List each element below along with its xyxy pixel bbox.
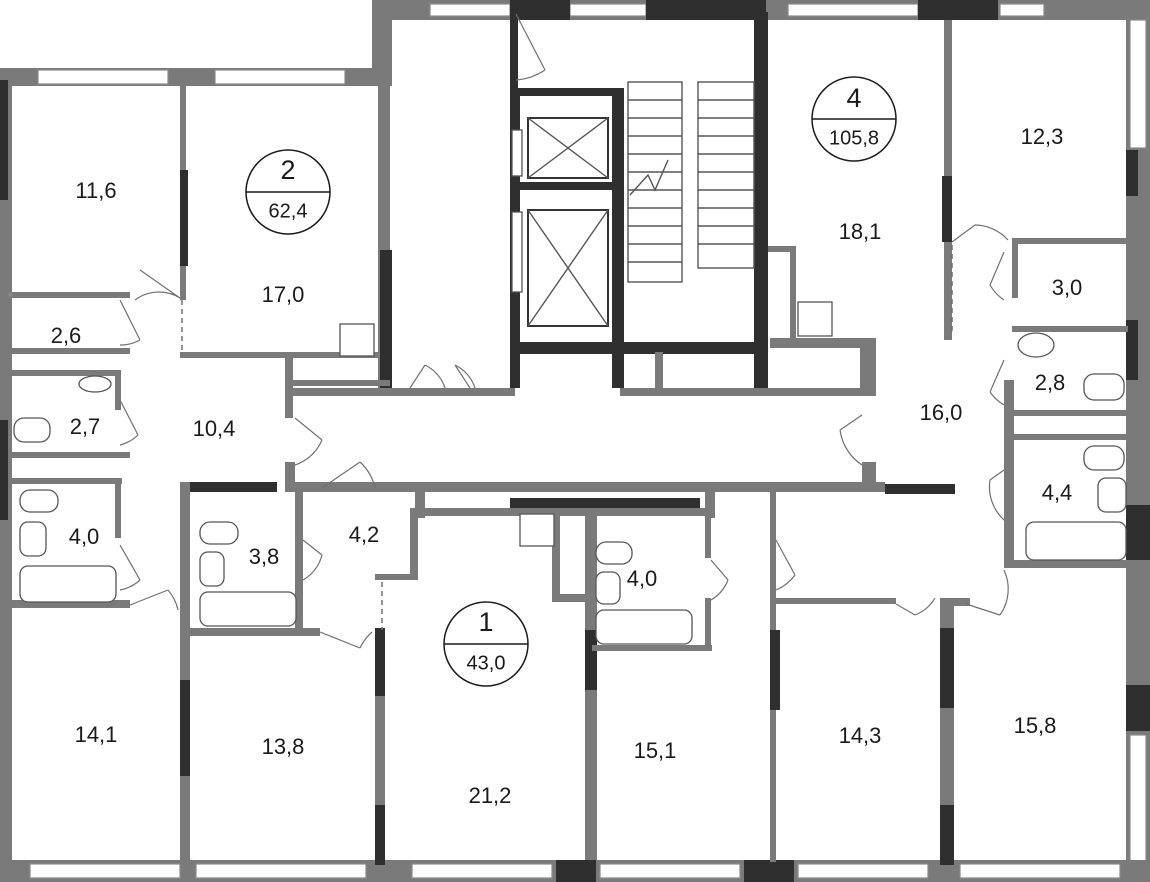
sink-icon: [797, 301, 833, 337]
core: [510, 12, 768, 392]
toilet-icon: [1083, 373, 1125, 401]
room-area-label: 11,6: [75, 178, 116, 203]
apartment-area: 105,8: [829, 127, 879, 149]
sink-icon: [519, 513, 555, 547]
sink-icon: [199, 551, 225, 587]
apartment-badge-2: 2 62,4: [245, 149, 331, 235]
apartment-number: 1: [478, 607, 493, 637]
fixtures: [13, 301, 1127, 645]
sink-icon: [1097, 477, 1127, 513]
room-area-label: 18,1: [839, 219, 882, 244]
sink-icon: [19, 521, 47, 557]
toilet-icon: [1083, 445, 1125, 471]
toilet-icon: [199, 521, 239, 545]
bathtub-icon: [199, 591, 297, 627]
room-labels: 11,6 17,0 2,6 2,7 10,4 4,0 3,8 4,2 14,1 …: [51, 124, 1083, 808]
room-area-label: 4,0: [69, 524, 100, 549]
room-area-label: 4,4: [1042, 480, 1073, 505]
bathtub-icon: [595, 609, 693, 645]
room-area-label: 12,3: [1021, 124, 1064, 149]
room-area-label: 4,0: [627, 566, 658, 591]
room-area-label: 4,2: [349, 522, 380, 547]
doors: [119, 13, 1009, 649]
room-area-label: 2,8: [1035, 370, 1066, 395]
interior-walls: [8, 20, 1130, 865]
room-area-label: 14,1: [75, 722, 118, 747]
apartment-badge-4: 4 105,8: [811, 76, 897, 162]
toilet-icon: [13, 417, 51, 443]
sink-icon: [595, 571, 621, 605]
room-area-label: 2,7: [70, 414, 101, 439]
bathtub-icon: [1025, 521, 1127, 561]
toilet-icon: [595, 541, 633, 565]
sink-icon: [339, 323, 375, 357]
room-area-label: 16,0: [920, 400, 963, 425]
room-area-label: 21,2: [469, 783, 512, 808]
apartment-area: 62,4: [269, 200, 308, 222]
room-area-label: 3,0: [1052, 275, 1083, 300]
room-area-label: 17,0: [262, 282, 305, 307]
apartment-number: 4: [846, 83, 861, 113]
room-area-label: 3,8: [249, 544, 280, 569]
apartment-area: 43,0: [467, 652, 506, 674]
apartment-badge-1: 1 43,0: [443, 601, 529, 687]
room-area-label: 10,4: [193, 416, 236, 441]
room-area-label: 15,8: [1014, 713, 1057, 738]
room-area-label: 14,3: [839, 723, 882, 748]
bathtub-icon: [19, 565, 117, 603]
staircase: [627, 81, 755, 283]
apartment-number: 2: [280, 155, 295, 185]
toilet-icon: [19, 489, 59, 513]
sink-icon: [78, 375, 112, 393]
room-area-label: 13,8: [262, 734, 305, 759]
sink-icon: [1017, 332, 1055, 358]
room-area-label: 15,1: [634, 738, 677, 763]
room-area-label: 2,6: [51, 323, 82, 348]
